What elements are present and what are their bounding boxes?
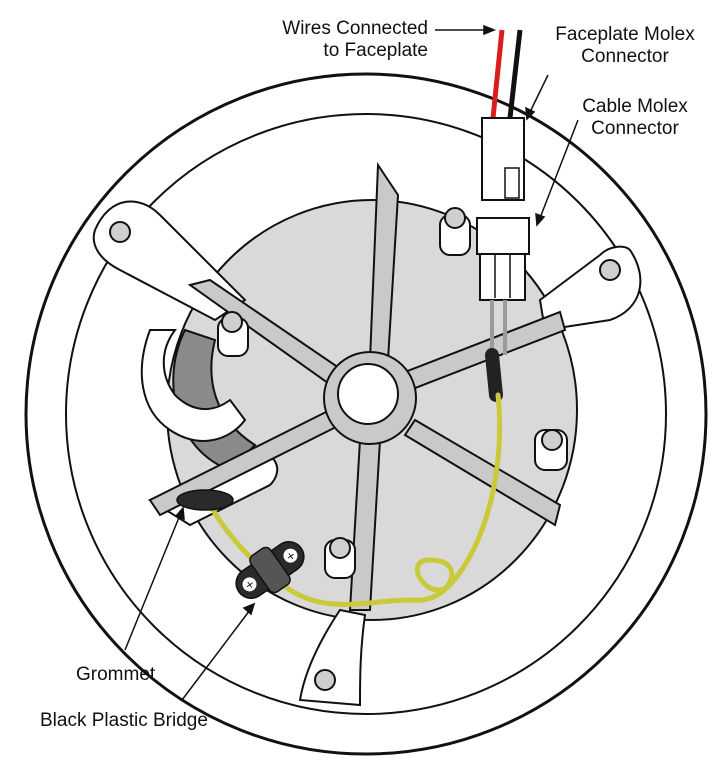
wire-red [490,29,505,119]
grommet [176,489,234,511]
boss-left [217,311,249,357]
cable-molex-connector [476,217,530,301]
boss-ring-upper-left [109,221,131,243]
arrow-grommet [124,514,181,651]
boss-ring-right [599,259,621,281]
label-grommet-text: Grommet [76,664,156,685]
boss-top [439,207,471,256]
label-wires-connected-line1: Wires Connected [282,18,428,39]
yellow-cable [207,392,503,607]
arrow-cable-molex [539,119,579,219]
label-faceplate-molex-line2: Connector [581,46,669,67]
arrow-bridge [181,609,251,701]
cable-leads [490,300,507,355]
hub-inner [337,363,399,425]
black-plastic-bridge: + + [235,541,305,599]
label-wires-connected: Wires Connected to Faceplate [248,18,428,62]
strut-lower-right [403,418,562,527]
boss-right [534,429,568,471]
label-wires-connected-line2: to Faceplate [323,40,428,61]
label-bridge: Black Plastic Bridge [40,710,208,732]
boss-bottom [324,537,356,579]
cable-jacket [485,348,503,402]
label-cable-molex: Cable Molex Connector [575,96,695,140]
boss-ring-bottom [314,669,336,691]
struts [148,161,567,611]
label-cable-molex-line2: Connector [591,118,679,139]
label-cable-molex-line1: Cable Molex [582,96,688,117]
wire-black [507,29,523,119]
label-faceplate-molex-line1: Faceplate Molex [555,24,695,45]
callout-arrows [124,24,579,701]
label-faceplate-molex: Faceplate Molex Connector [540,24,710,68]
left-bracket [140,329,247,442]
label-bridge-text: Black Plastic Bridge [40,710,208,731]
arrow-faceplate-molex [529,74,549,113]
faceplate-molex-connector [481,117,525,201]
label-grommet: Grommet [76,664,155,686]
screw-bosses [109,207,621,691]
